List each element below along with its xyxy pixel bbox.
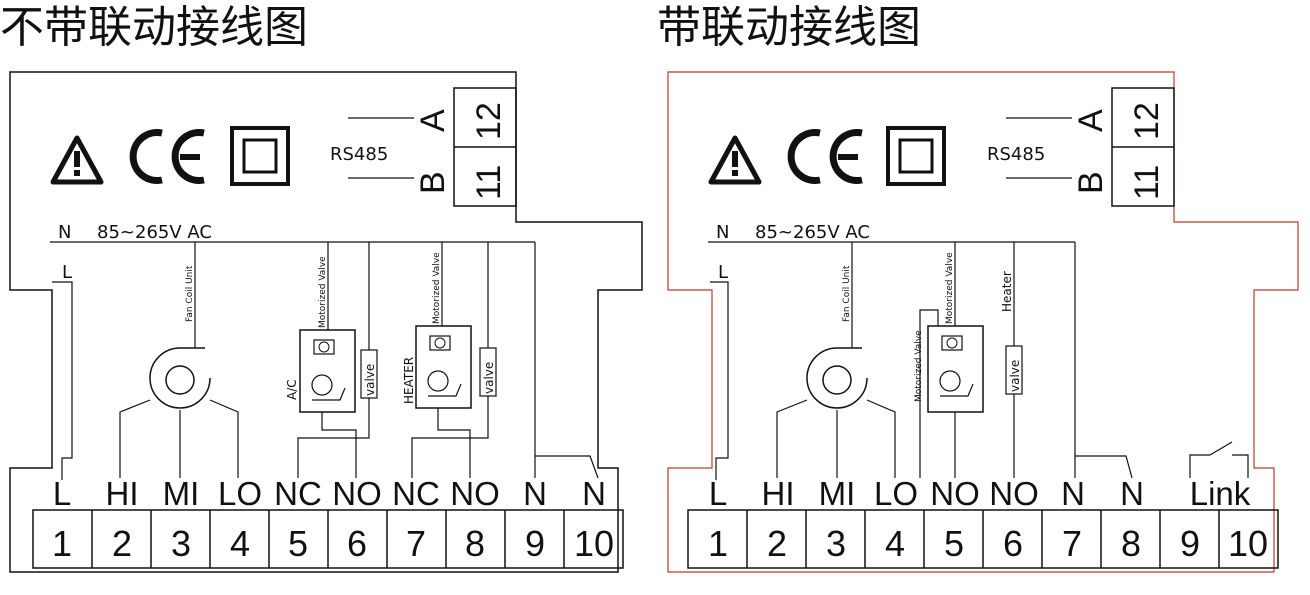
heater-valve-box-label: valve xyxy=(1008,360,1022,392)
terminal-number-7: 7 xyxy=(406,523,426,564)
terminal-number-6: 6 xyxy=(1003,523,1023,564)
heater-valve-actuator-icon xyxy=(415,325,472,409)
ac-valve-label: Motorized Valve xyxy=(318,256,328,328)
terminal-name-4: LO xyxy=(218,475,262,512)
terminal-11: 11 xyxy=(1128,165,1166,200)
terminal-number-5: 5 xyxy=(944,523,964,564)
heater-label: HEATER xyxy=(402,357,416,404)
rs485-a-label: A xyxy=(1072,109,1110,132)
heater-label: Heater xyxy=(1000,271,1014,312)
terminal-name-1: L xyxy=(53,475,71,512)
link-switch-icon xyxy=(1189,441,1249,478)
right-title: 带联动接线图 xyxy=(657,2,921,53)
terminal-number-9: 9 xyxy=(1180,523,1200,564)
terminal-name-8: NO xyxy=(450,475,500,512)
terminal-name-6: NO xyxy=(989,475,1039,512)
ac-valve-box-label: valve xyxy=(363,364,377,396)
warning-icon xyxy=(708,135,762,185)
motorized-valve-actuator-icon xyxy=(927,325,984,413)
terminal-number-10: 10 xyxy=(574,523,614,564)
rs485-label: RS485 xyxy=(330,144,388,165)
terminal-number-4: 4 xyxy=(230,523,250,564)
supply-voltage-label: 85~265V AC xyxy=(97,222,212,243)
ce-mark-icon xyxy=(129,129,205,184)
left-terminal-block: 1 2 3 4 5 6 7 8 9 10 xyxy=(32,509,624,569)
terminal-number-1: 1 xyxy=(52,523,72,564)
terminal-number-6: 6 xyxy=(347,523,367,564)
terminal-number-3: 3 xyxy=(826,523,846,564)
terminal-name-1: L xyxy=(709,475,727,512)
motorized-valve-label: Motorized Valve xyxy=(945,252,955,324)
terminal-12: 12 xyxy=(1128,102,1166,140)
fan-motor-icon xyxy=(806,347,868,409)
motorized-valve-side-label: Motorized Valve xyxy=(914,330,924,402)
terminal-number-5: 5 xyxy=(288,523,308,564)
ce-mark-icon xyxy=(787,129,863,184)
terminal-11: 11 xyxy=(470,165,508,200)
ac-valve-actuator-icon xyxy=(299,329,356,413)
terminal-name-3: MI xyxy=(819,475,856,512)
left-diagram: 不带联动接线图 RS485 A B 12 11 N 8 xyxy=(0,2,643,573)
terminal-number-2: 2 xyxy=(767,523,787,564)
terminal-name-6: NO xyxy=(332,475,382,512)
fan-motor-icon xyxy=(149,347,211,409)
terminal-name-2: HI xyxy=(106,475,139,512)
terminal-number-8: 8 xyxy=(465,523,485,564)
heater-valve-label: Motorized Valve xyxy=(432,252,442,324)
rs485-b-label: B xyxy=(1072,171,1110,194)
heater-valve-box-label: valve xyxy=(482,362,496,394)
terminal-name-7: N xyxy=(1061,475,1085,512)
terminal-number-7: 7 xyxy=(1062,523,1082,564)
terminal-name-10: N xyxy=(582,475,606,512)
fan-coil-label: Fan Coil Unit xyxy=(185,265,195,322)
left-title: 不带联动接线图 xyxy=(0,2,308,53)
neutral-label: N xyxy=(716,222,729,243)
double-insulation-icon xyxy=(886,126,946,186)
terminal-name-5: NC xyxy=(274,475,322,512)
fan-coil-label: Fan Coil Unit xyxy=(842,265,852,322)
right-diagram: 带联动接线图 RS485 A B 12 11 N 85~265V AC L xyxy=(657,2,1299,573)
terminal-number-9: 9 xyxy=(525,523,545,564)
terminal-name-5: NO xyxy=(930,475,980,512)
ac-label: A/C xyxy=(285,379,299,400)
terminal-name-8: N xyxy=(1120,475,1144,512)
terminal-name-2: HI xyxy=(762,475,795,512)
rs485-b-label: B xyxy=(414,171,452,194)
warning-icon xyxy=(50,135,104,185)
rs485-label: RS485 xyxy=(987,144,1045,165)
left-terminal-names: L HI MI LO NC NO NC NO N N xyxy=(53,475,606,512)
terminal-number-1: 1 xyxy=(708,523,728,564)
terminal-number-8: 8 xyxy=(1121,523,1141,564)
terminal-number-2: 2 xyxy=(112,523,132,564)
terminal-number-10: 10 xyxy=(1228,523,1268,564)
right-outline xyxy=(667,71,1299,573)
terminal-name-9: N xyxy=(523,475,547,512)
terminal-name-4: LO xyxy=(874,475,918,512)
neutral-label: N xyxy=(58,222,71,243)
terminal-name-7: NC xyxy=(392,475,440,512)
terminal-name-link: Link xyxy=(1190,475,1251,512)
right-terminal-block: 1 2 3 4 5 6 7 8 9 10 xyxy=(687,509,1279,569)
double-insulation-icon xyxy=(230,126,290,186)
supply-voltage-label: 85~265V AC xyxy=(755,222,870,243)
right-terminal-names: L HI MI LO NO NO N N Link xyxy=(709,475,1251,512)
terminal-name-3: MI xyxy=(163,475,200,512)
terminal-number-3: 3 xyxy=(171,523,191,564)
live-label: L xyxy=(718,262,728,283)
rs485-a-label: A xyxy=(414,109,452,132)
live-label: L xyxy=(62,262,72,283)
terminal-number-4: 4 xyxy=(885,523,905,564)
terminal-12: 12 xyxy=(470,102,508,140)
left-outline xyxy=(9,71,643,573)
